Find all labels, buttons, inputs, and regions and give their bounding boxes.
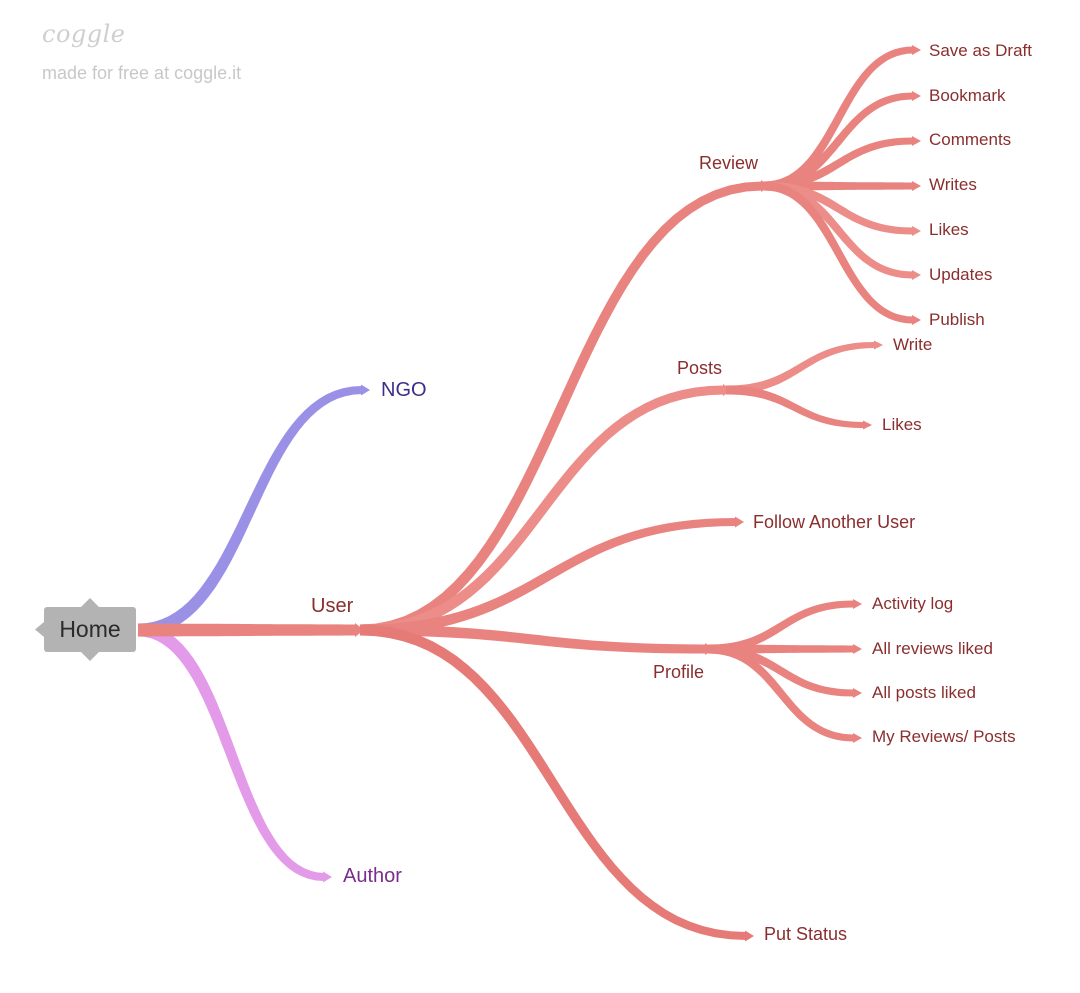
branch-posts-child-1-tip <box>863 420 872 430</box>
node-publish[interactable]: Publish <box>929 310 985 329</box>
node-my-reviews-posts[interactable]: My Reviews/ Posts <box>872 727 1016 746</box>
node-save-as-draft[interactable]: Save as Draft <box>929 41 1032 60</box>
branch-follow-tip <box>735 516 744 528</box>
node-all-posts-liked[interactable]: All posts liked <box>872 683 976 702</box>
node-write[interactable]: Write <box>893 335 933 354</box>
node-likes-posts[interactable]: Likes <box>882 415 922 434</box>
branch-posts-child-1 <box>726 385 864 428</box>
node-review[interactable]: Review <box>699 153 759 173</box>
branch-review-child-6 <box>763 181 914 324</box>
branch-profile <box>360 624 706 654</box>
node-bookmark[interactable]: Bookmark <box>929 86 1006 105</box>
node-ngo[interactable]: NGO <box>381 379 427 401</box>
coggle-tagline: made for free at coggle.it <box>42 63 242 83</box>
branch-profile-child-1-tip <box>853 644 862 654</box>
branch-ngo-tip <box>361 384 370 396</box>
node-author[interactable]: Author <box>343 865 402 887</box>
branch-put-status <box>359 624 747 940</box>
node-updates[interactable]: Updates <box>929 265 993 284</box>
branch-review-child-1 <box>763 92 913 191</box>
branch-author-tip <box>323 871 332 883</box>
branch-posts <box>359 385 725 636</box>
branch-posts-child-0 <box>726 342 875 395</box>
home-node-shape <box>35 598 136 661</box>
branch-profile-child-3 <box>707 644 854 742</box>
branch-profile-child-2-tip <box>853 688 862 698</box>
branch-review-child-0 <box>763 46 914 191</box>
branch-review <box>359 181 763 636</box>
branch-review-child-2-tip <box>912 136 921 146</box>
branch-profile-child-0 <box>708 600 854 654</box>
branch-connectors <box>137 45 921 942</box>
node-profile[interactable]: Profile <box>653 662 705 682</box>
coggle-logo: coggle <box>42 20 126 48</box>
branch-ngo <box>137 386 363 637</box>
branch-review-child-4-tip <box>912 226 921 236</box>
branch-author <box>137 623 325 881</box>
branch-review-child-0-tip <box>912 45 921 55</box>
branch-profile-child-0-tip <box>853 599 862 609</box>
node-likes-review[interactable]: Likes <box>929 220 969 239</box>
home-node[interactable]: Home <box>59 616 121 642</box>
branch-review-child-3-tip <box>912 181 921 191</box>
branch-user-tip <box>355 623 364 637</box>
node-follow-another-user[interactable]: Follow Another User <box>753 512 916 532</box>
node-posts[interactable]: Posts <box>677 358 723 378</box>
node-writes[interactable]: Writes <box>929 175 977 194</box>
branch-review-child-6-tip <box>912 315 921 325</box>
node-activity-log[interactable]: Activity log <box>872 594 954 613</box>
branch-put-status-tip <box>745 930 754 942</box>
branch-posts-child-0-tip <box>874 340 883 350</box>
node-user[interactable]: User <box>311 595 354 617</box>
branch-review-child-5 <box>763 181 913 279</box>
node-comments[interactable]: Comments <box>929 130 1012 149</box>
branch-review-child-2 <box>764 137 913 191</box>
branch-user <box>138 623 356 637</box>
node-put-status[interactable]: Put Status <box>764 924 848 944</box>
branch-follow <box>360 518 736 636</box>
node-all-reviews-liked[interactable]: All reviews liked <box>872 639 993 658</box>
branch-profile-child-3-tip <box>853 733 862 743</box>
branch-review-child-5-tip <box>912 270 921 280</box>
branch-review-child-1-tip <box>912 91 921 101</box>
